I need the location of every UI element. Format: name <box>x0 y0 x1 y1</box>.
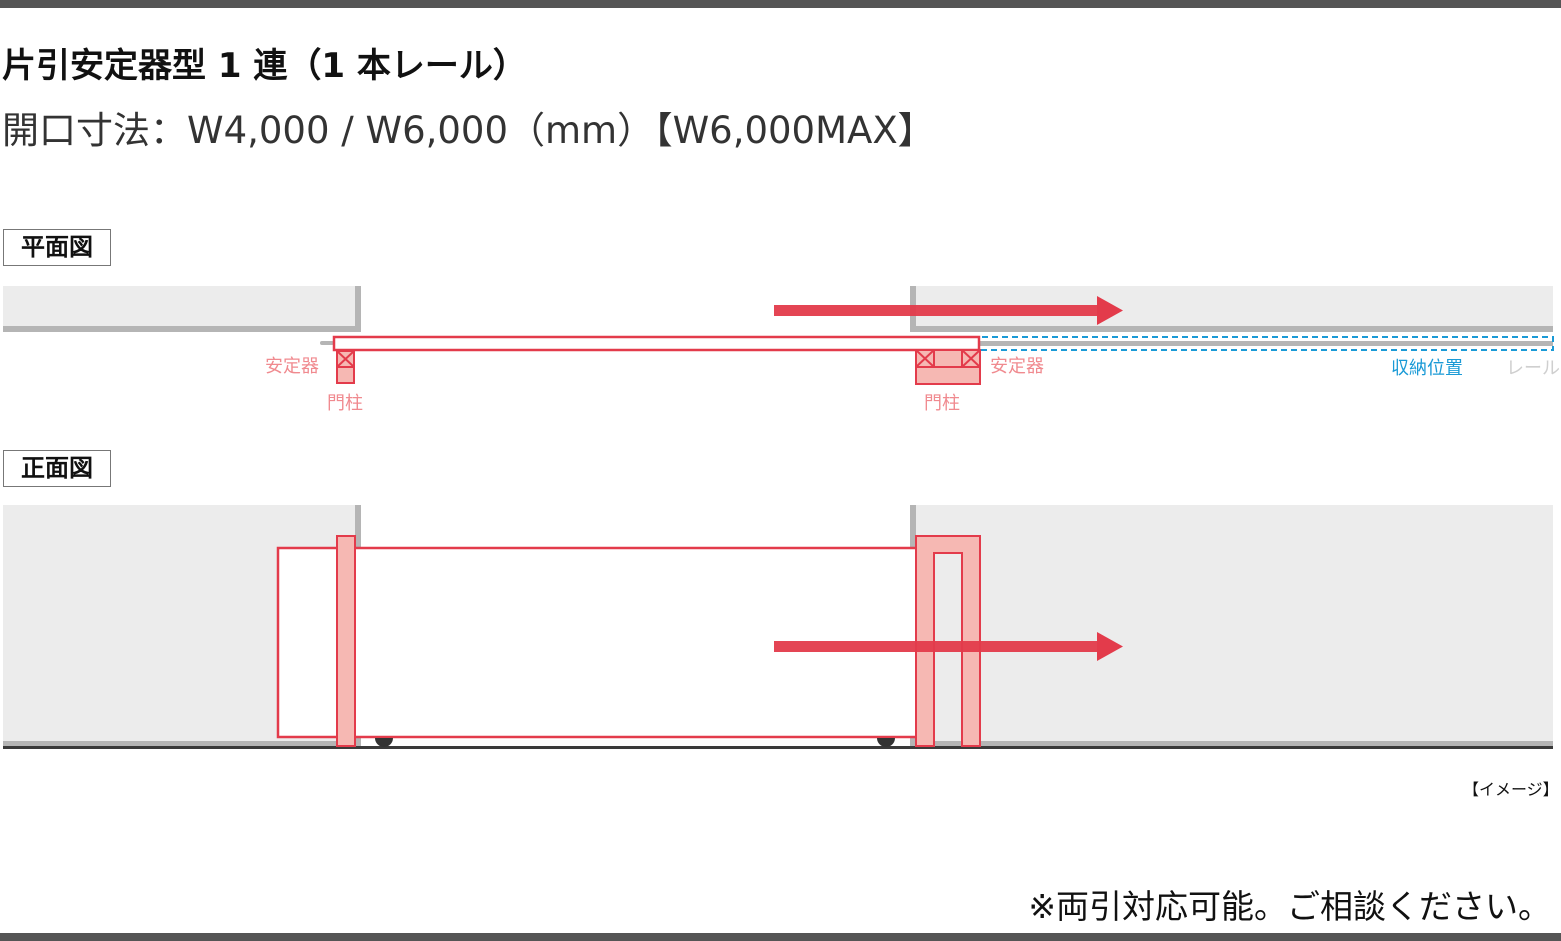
post-right-label: 門柱 <box>924 393 960 414</box>
plan-left-wall <box>3 286 361 332</box>
plan-left-post <box>336 350 355 384</box>
top-rule <box>0 0 1561 8</box>
front-left-post <box>336 535 356 747</box>
rail-label: レール <box>1506 358 1560 379</box>
front-right-wall <box>910 505 1553 746</box>
front-direction-arrow-icon <box>774 632 1123 661</box>
front-view <box>3 505 1553 749</box>
bottom-rule <box>0 933 1561 941</box>
ground-line <box>3 746 1553 749</box>
front-view-label: 正面図 <box>3 450 111 487</box>
stabilizer-left-label: 安定器 <box>265 356 319 377</box>
post-left-label: 門柱 <box>327 393 363 414</box>
plan-view-label: 平面図 <box>3 229 111 266</box>
plan-gate-leaf <box>332 335 981 352</box>
plan-view: 安定器 安定器 門柱 門柱 収納位置 レール <box>3 286 1560 414</box>
storage-position-label: 収納位置 <box>1391 358 1463 379</box>
plan-right-post <box>915 349 981 385</box>
image-note: 【イメージ】 <box>1463 780 1559 799</box>
plan-direction-arrow-icon <box>774 296 1123 325</box>
wheel-icon <box>877 738 895 747</box>
stabilizer-right-label: 安定器 <box>990 356 1044 377</box>
footnote: ※両引対応可能。ご相談ください。 <box>1028 887 1551 926</box>
plan-rail <box>320 341 1553 346</box>
front-right-post <box>915 535 981 747</box>
opening-dimensions: 開口寸法：W4,000 / W6,000（mm）【W6,000MAX】 <box>2 109 935 152</box>
wheel-icon <box>375 738 393 747</box>
page-title: 片引安定器型 1 連（1 本レール） <box>2 46 527 86</box>
